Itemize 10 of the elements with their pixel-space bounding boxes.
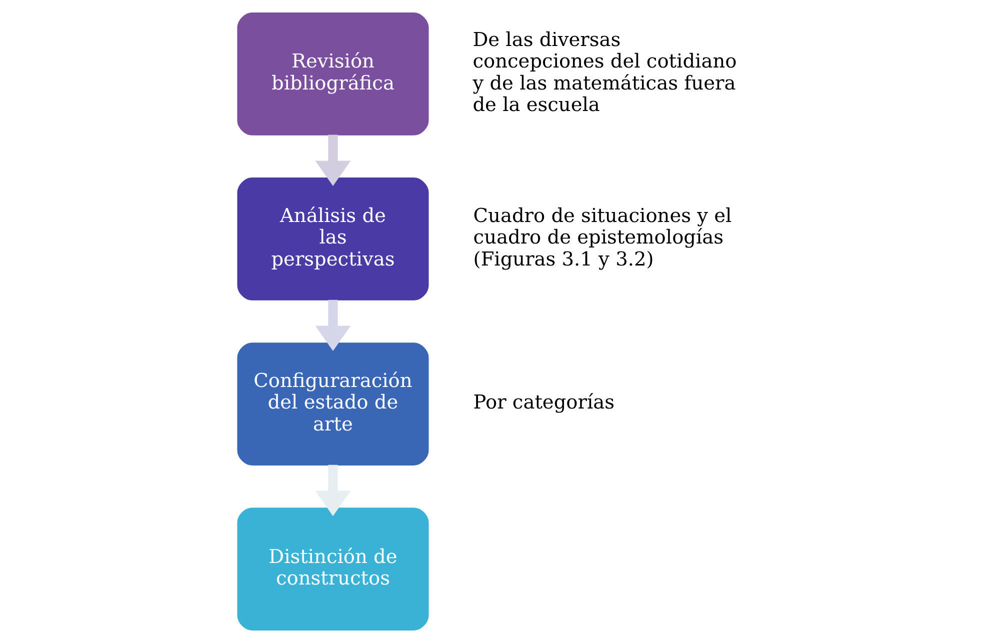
node-box: Revisión bibliográfica [237,12,429,136]
node-box: Distinción de constructos [237,508,429,630]
node-box: Análisis de las perspectivas [237,178,429,300]
node-label: De las diversas concepciones del cotidiano y de las matemáticas fuera de la escuela [472,28,737,116]
arrow [315,300,351,352]
node-box: Configuraración del estado de arte [237,342,429,466]
arrow [315,464,351,516]
arrow [315,134,351,186]
node-label: Cuadro de situaciones y el cuadro de epistemologías (Figuras 3.1 y 3.2) [473,204,732,270]
node-label: Por categorías [473,390,615,414]
